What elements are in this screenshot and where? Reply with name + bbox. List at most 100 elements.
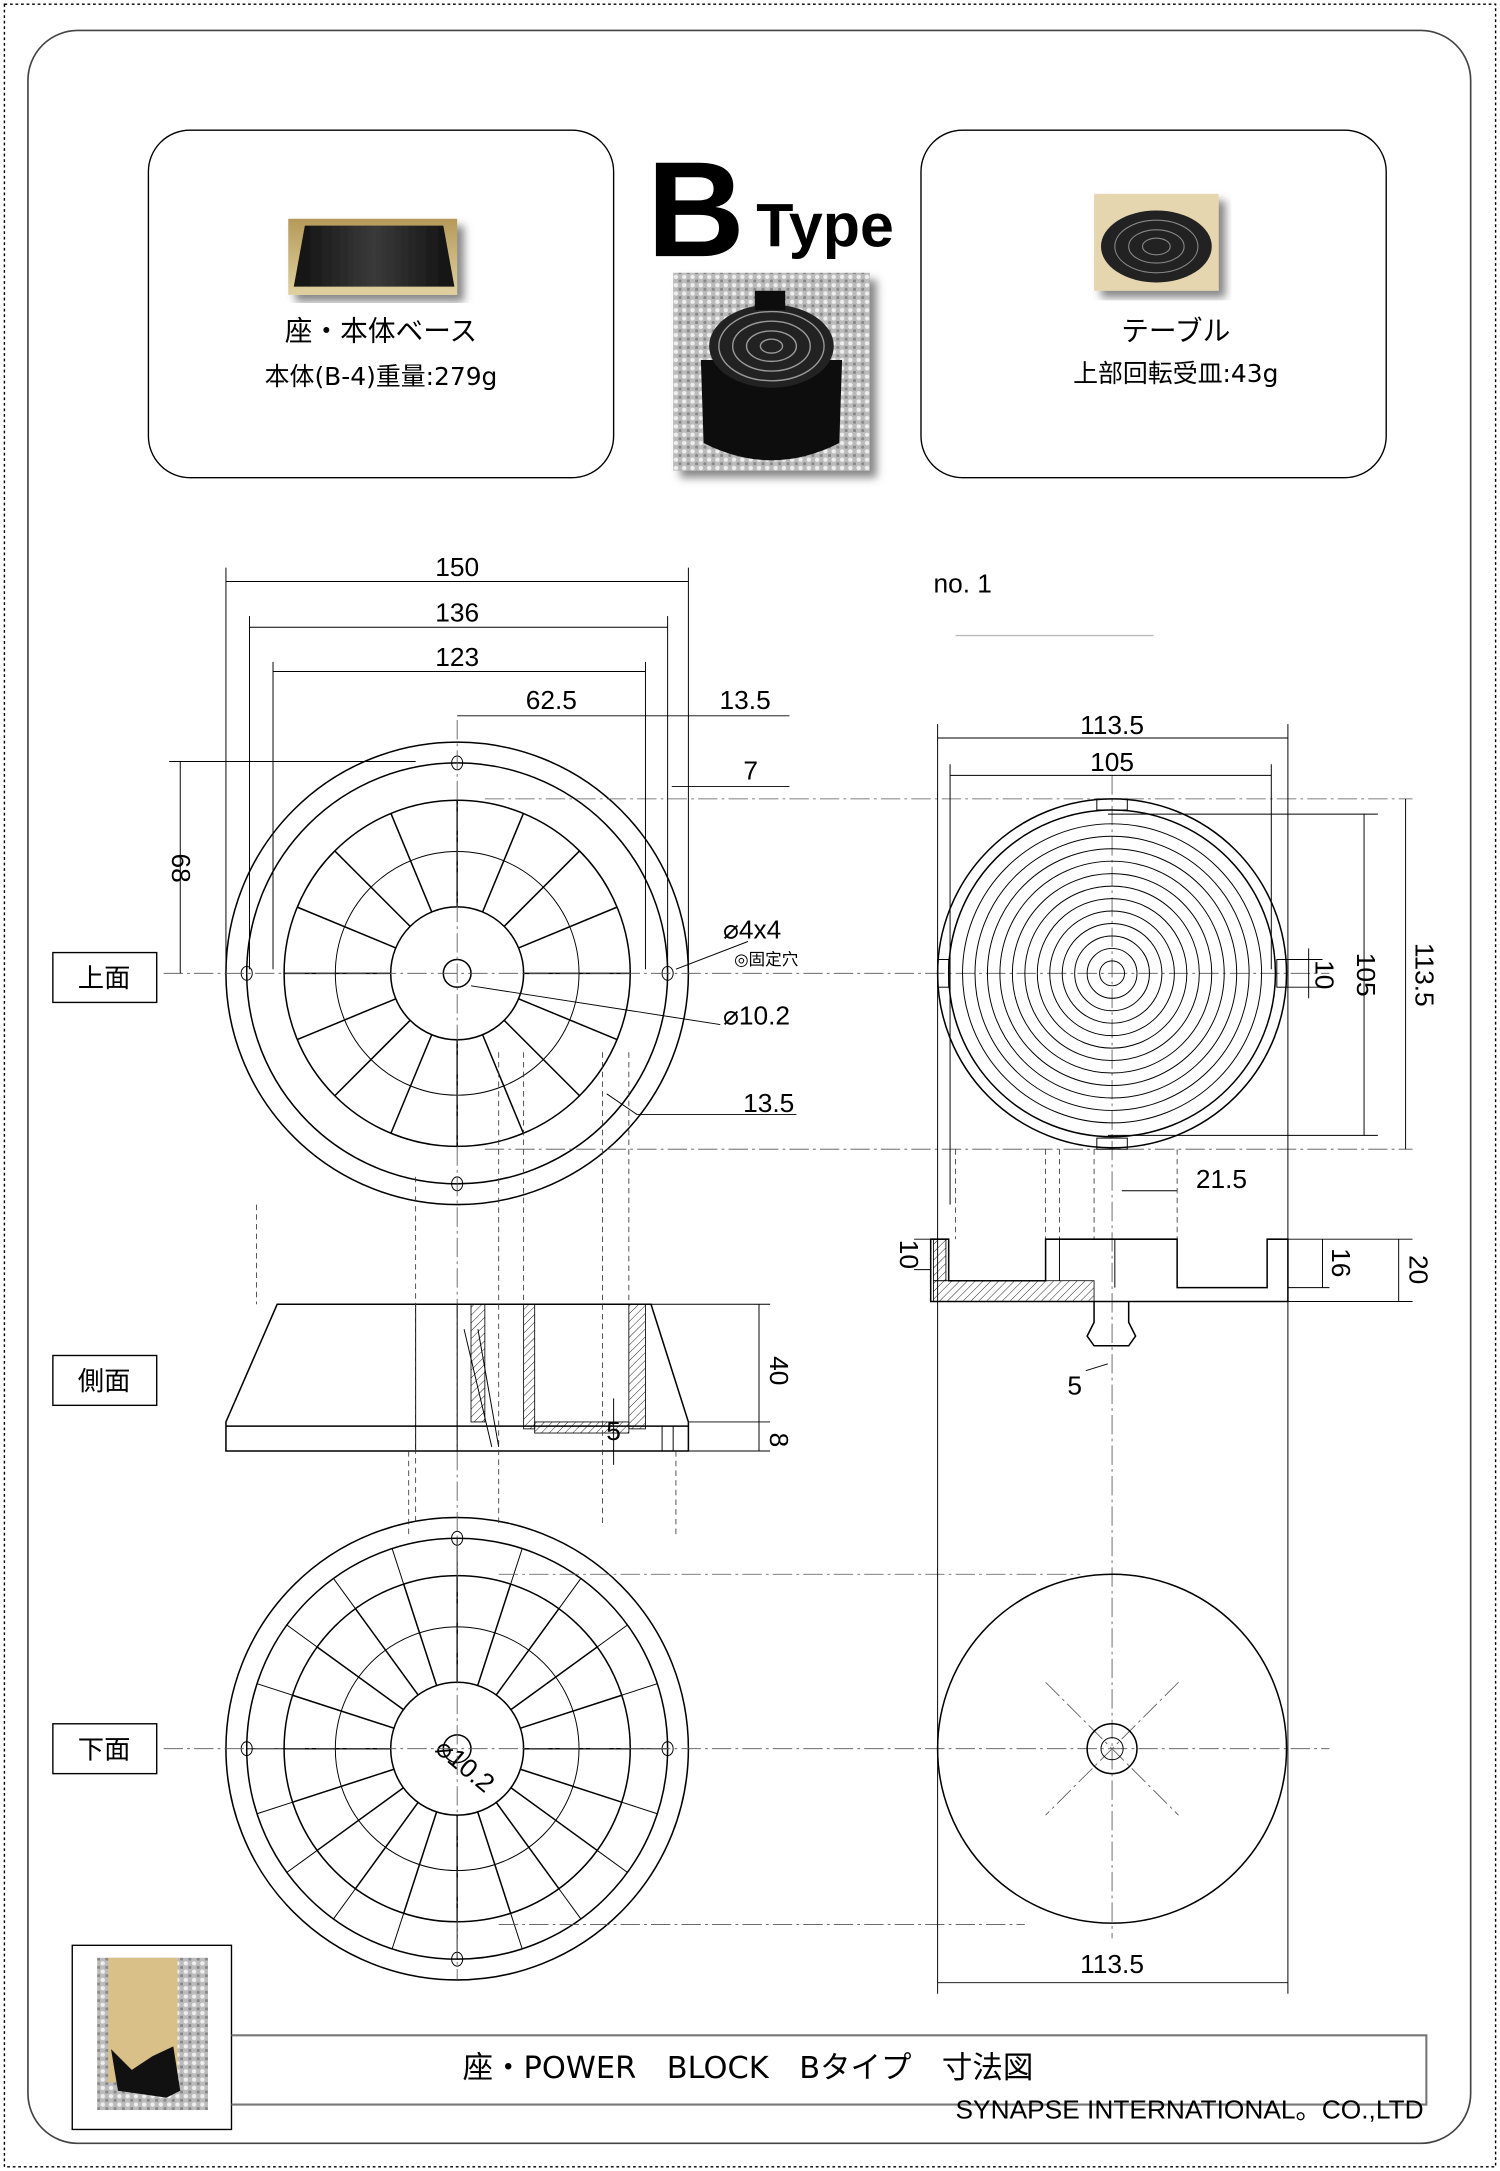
svg-text:105: 105 [1090,747,1134,777]
spoke [296,998,397,1041]
svg-text:113.5: 113.5 [1080,1949,1144,1979]
product-photo [673,272,870,471]
right-card: テーブル 上部回転受皿:43g [920,129,1387,479]
label-side-view: 側面 [52,1354,158,1407]
spoke [390,813,433,913]
spoke [476,1811,512,1914]
svg-text:5: 5 [606,1416,621,1446]
svg-text:113.5: 113.5 [1409,943,1439,1007]
svg-text:21.5: 21.5 [1196,1164,1247,1194]
spoke [520,1768,622,1803]
rib [558,1578,582,1609]
table-notch [1096,1137,1128,1150]
rib [391,1548,405,1585]
table-ring [1024,885,1200,1062]
label-top-view: 上面 [52,951,158,1004]
svg-text:16: 16 [1326,1248,1356,1277]
svg-text:113.5: 113.5 [1080,710,1144,740]
svg-text:13.5: 13.5 [743,1088,794,1118]
svg-text:13.5: 13.5 [720,685,771,715]
post-photo [97,1957,208,2111]
spoke [334,1019,411,1097]
spoke [316,1646,404,1711]
label-bottom-view: 下面 [52,1723,158,1775]
spoke [510,1646,598,1711]
svg-text:10: 10 [894,1240,924,1269]
table-ring [1011,873,1213,1074]
table-ring [1036,898,1188,1049]
svg-text:側面: 側面 [78,1367,131,1397]
rib [333,1578,356,1609]
rib [256,1683,293,1696]
rib [286,1624,318,1648]
table-ring [986,848,1238,1099]
spoke [518,906,618,949]
spoke [503,1019,581,1097]
table-photo [1094,193,1219,291]
table-ring [962,823,1263,1124]
svg-text:123: 123 [435,642,479,672]
table-section-view: 10 16 20 5 [894,1238,1434,1400]
rib [596,1850,628,1873]
svg-text:◎固定穴: ◎固定穴 [734,950,798,969]
spoke [518,998,618,1041]
title-letter: B [647,133,745,285]
outer-dotted-border [3,3,1497,2168]
table-top-view [936,798,1289,1150]
spoke [503,850,581,927]
svg-text:5: 5 [1067,1370,1082,1400]
sheet-number: no. 1 [933,569,992,599]
spoke [481,813,525,913]
bottom-center-hole-label: ⌀10.2 [430,1732,501,1798]
spoke [292,1694,395,1729]
svg-text:105: 105 [1351,953,1381,997]
spoke [390,1034,433,1134]
spoke [292,1768,395,1803]
spoke [476,1583,512,1686]
svg-text:⌀4x4: ⌀4x4 [723,915,781,945]
svg-text:40: 40 [764,1356,794,1385]
rib [621,1801,658,1815]
title: B Type [647,133,894,285]
spoke [296,906,397,949]
rib [510,1548,523,1585]
rib [286,1850,318,1873]
spoke [495,1608,560,1696]
left-card: 座・本体ベース 本体(B-4)重量:279g [147,129,615,479]
table-ring [1049,910,1175,1037]
svg-text:⌀10.2: ⌀10.2 [723,1001,790,1031]
table-bottom-view: 113.5 [936,1573,1288,1984]
rib [596,1624,628,1648]
rib [256,1801,293,1815]
rib [621,1683,658,1696]
svg-text:下面: 下面 [78,1735,131,1765]
base-photo [288,218,458,295]
table-ring [1061,923,1163,1024]
spoke [354,1608,419,1696]
company-name: SYNAPSE INTERNATIONAL。CO.,LTD [956,2094,1424,2124]
svg-text:68: 68 [166,853,196,882]
spoke [481,1034,525,1134]
footer: 座・POWER BLOCK Bタイプ 寸法図 SYNAPSE INTERNATI… [71,1944,1428,2131]
right-card-weight: 上部回転受皿:43g [1073,359,1278,388]
inner-frame [27,29,1472,2145]
spoke [510,1787,598,1852]
left-card-weight: 本体(B-4)重量:279g [265,362,498,391]
spoke [402,1583,438,1686]
svg-text:10: 10 [1310,960,1340,989]
svg-text:62.5: 62.5 [526,685,577,715]
spoke [520,1694,622,1729]
table-ring [974,835,1250,1111]
rib [391,1913,405,1950]
top-view-dimensions: 150 136 123 62.5 13.5 7 68 ⌀4x4 ◎固定穴 ⌀10… [166,552,798,1118]
svg-text:20: 20 [1404,1255,1434,1284]
svg-text:7: 7 [743,756,758,786]
svg-text:上面: 上面 [78,964,131,994]
spoke [354,1802,419,1890]
spoke [495,1802,560,1890]
svg-text:136: 136 [435,598,479,628]
table-notch [1096,798,1128,811]
drawing-title: 座・POWER BLOCK Bタイプ 寸法図 [463,2051,1034,2086]
title-word: Type [756,191,894,259]
